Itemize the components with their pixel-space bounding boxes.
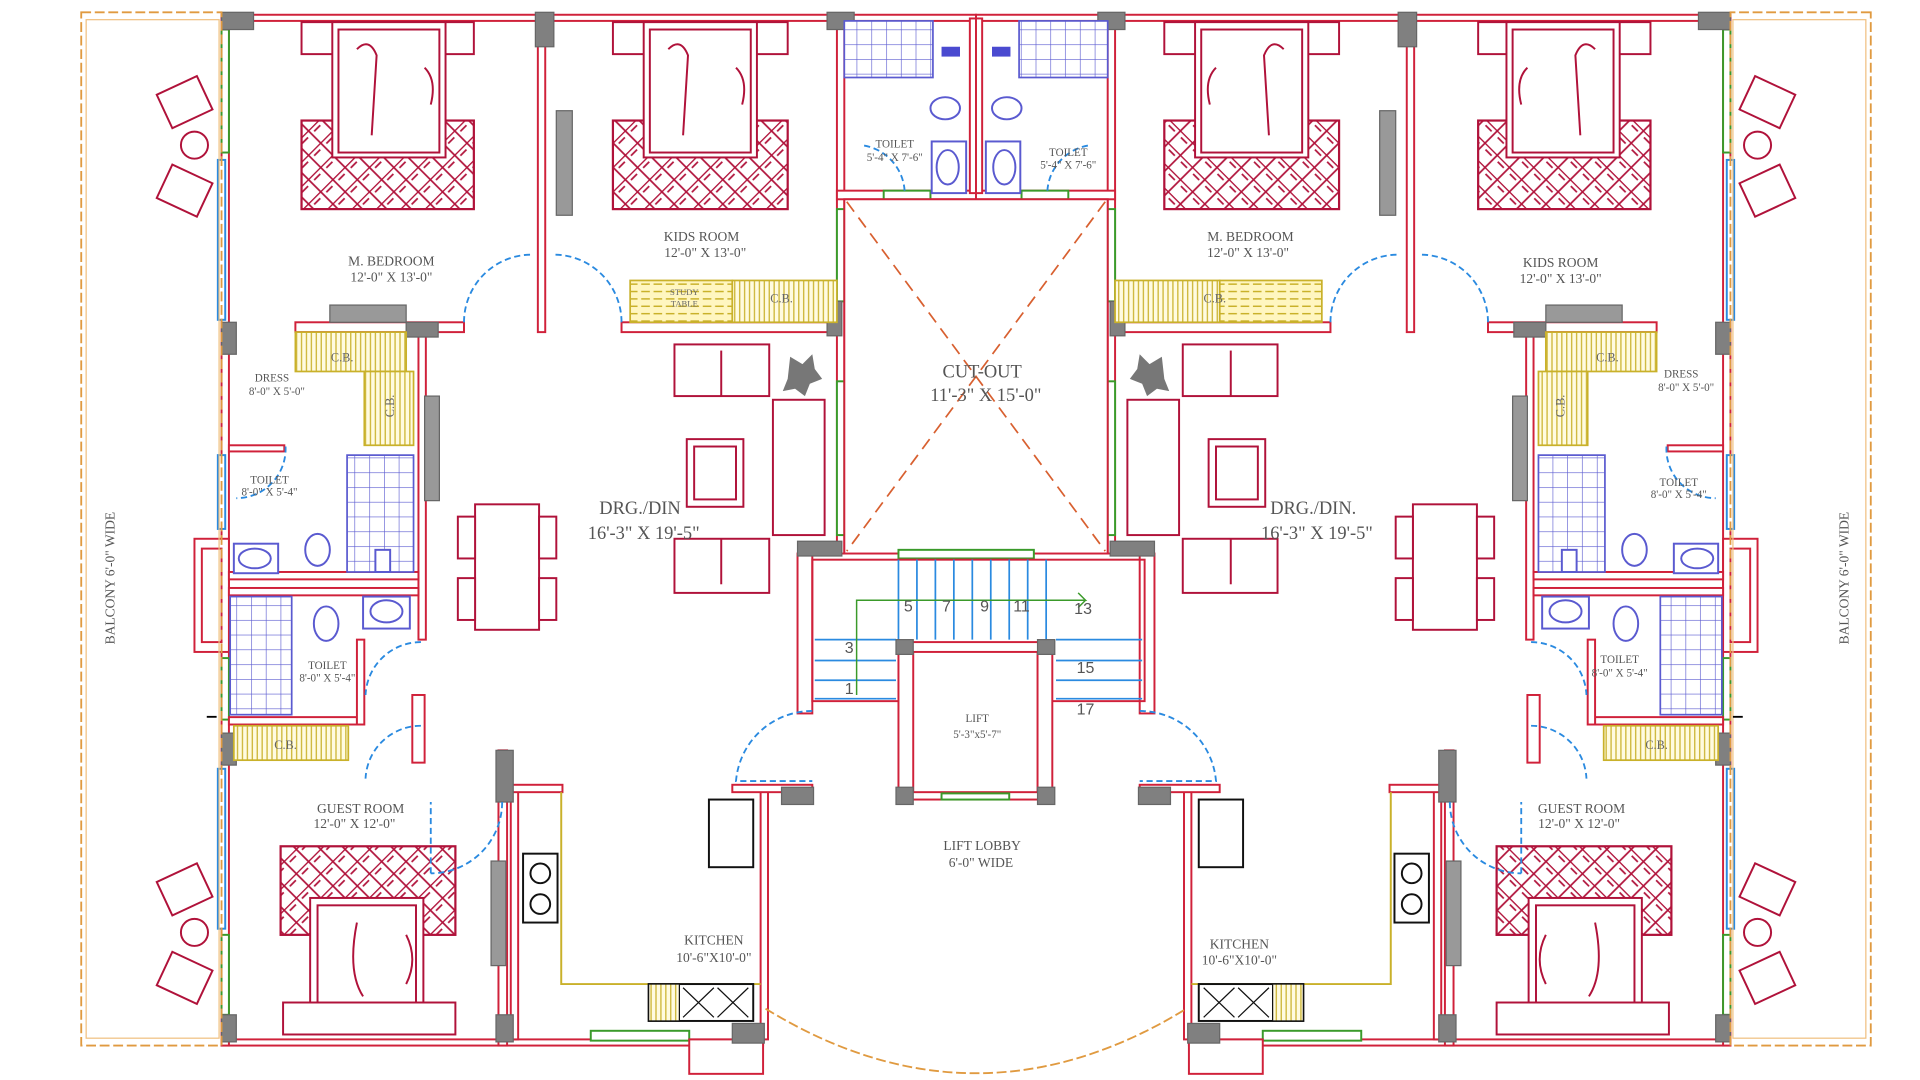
lobby-arc — [765, 1007, 1187, 1075]
drg-din-right-size: 16'-3" X 19'-5" — [1261, 523, 1373, 543]
guest-room-right-size: 12'-0" X 12'-0" — [1538, 816, 1620, 831]
lift-name: LIFT — [966, 713, 990, 725]
lift-lobby-name: LIFT LOBBY — [943, 838, 1021, 853]
kitchen-right-size: 10'-6"X10'-0" — [1202, 952, 1277, 967]
toilet-guest-left-name: TOILET — [308, 660, 347, 672]
kitchen-right-name: KITCHEN — [1210, 936, 1270, 951]
stair-step-numbers: 1 3 5 7 9 11 13 15 17 — [845, 598, 1095, 718]
dress-right-name: DRESS — [1664, 369, 1698, 381]
toilet-dress-left-name: TOILET — [250, 474, 289, 486]
m-bedroom-right-size: 12'-0" X 13'-0" — [1207, 245, 1289, 260]
balcony-left-label: BALCONY 6'-0" WIDE — [102, 512, 117, 645]
kids-room-right-size: 12'-0" X 13'-0" — [1520, 271, 1602, 286]
cb-label: C.B. — [1596, 351, 1619, 365]
toilet-top-left-name: TOILET — [876, 139, 915, 151]
m-bedroom-left-size: 12'-0" X 13'-0" — [350, 270, 432, 285]
step-number: 9 — [980, 598, 989, 615]
lift-lobby-size: 6'-0" WIDE — [949, 855, 1013, 870]
drg-din-right-name: DRG./DIN. — [1270, 498, 1356, 518]
m-bedroom-right-name: M. BEDROOM — [1207, 229, 1293, 244]
toilet-top-right-size: 5'-4" X 7'-6" — [1040, 160, 1096, 172]
lift-size: 5'-3"x5'-7" — [953, 729, 1001, 741]
step-number: 3 — [845, 640, 854, 657]
step-number: 7 — [942, 598, 951, 615]
step-number: 15 — [1077, 660, 1095, 677]
cutout-name: CUT-OUT — [943, 362, 1022, 382]
cb-label: C.B. — [1203, 292, 1226, 306]
step-number: 17 — [1077, 702, 1095, 719]
step-number: 11 — [1013, 598, 1030, 615]
drg-din-left-name: DRG./DIN — [599, 498, 680, 518]
cutout — [843, 198, 1109, 560]
cb-label: C.B. — [1645, 738, 1668, 752]
drg-din-left-size: 16'-3" X 19'-5" — [588, 523, 700, 543]
cb-label: C.B. — [1553, 395, 1567, 418]
cb-label: C.B. — [274, 738, 297, 752]
step-number: 1 — [845, 681, 854, 698]
dress-right-size: 8'-0" X 5'-0" — [1658, 382, 1714, 394]
step-number: 5 — [904, 598, 913, 615]
study-table-label-2: TABLE — [671, 298, 698, 308]
cutout-size: 11'-3" X 15'-0" — [930, 385, 1041, 405]
guest-room-right-name: GUEST ROOM — [1538, 801, 1625, 816]
toilet-dress-right-size: 8'-0" X 5'-4" — [1651, 489, 1707, 501]
cb-label: C.B. — [770, 292, 793, 306]
kids-room-right-name: KIDS ROOM — [1523, 255, 1599, 270]
toilet-guest-right-name: TOILET — [1600, 654, 1639, 666]
cb-label: C.B. — [383, 395, 397, 418]
toilet-guest-left-size: 8'-0" X 5'-4" — [299, 672, 355, 684]
guest-room-left-size: 12'-0" X 12'-0" — [313, 816, 395, 831]
cb-label: C.B. — [331, 351, 354, 365]
kitchen-left-size: 10'-6"X10'-0" — [676, 950, 751, 965]
kids-room-left-name: KIDS ROOM — [664, 229, 740, 244]
study-table-label-1: STUDY — [670, 287, 699, 297]
room-labels: M. BEDROOM 12'-0" X 13'-0" KIDS ROOM 12'… — [242, 139, 1715, 968]
toilet-guest-right-size: 8'-0" X 5'-4" — [1592, 668, 1648, 680]
guest-room-left-name: GUEST ROOM — [317, 801, 404, 816]
step-number: 13 — [1074, 601, 1092, 618]
cross-mark-right — [1732, 715, 1743, 718]
kitchen-left-name: KITCHEN — [684, 933, 744, 948]
right-unit — [974, 11, 1872, 1075]
dress-left-size: 8'-0" X 5'-0" — [249, 386, 305, 398]
kids-room-left-size: 12'-0" X 13'-0" — [664, 245, 746, 260]
lift-shaft — [895, 639, 1056, 806]
toilet-top-left-size: 5'-4" X 7'-6" — [867, 152, 923, 164]
m-bedroom-left-name: M. BEDROOM — [348, 254, 434, 269]
cupboard-labels: C.B. C.B. C.B. C.B. C.B. C.B. C.B. C.B. … — [274, 287, 1668, 752]
left-unit — [80, 11, 978, 1075]
balcony-right-label: BALCONY 6'-0" WIDE — [1837, 512, 1852, 645]
dress-left-name: DRESS — [255, 372, 289, 384]
toilet-top-right-name: TOILET — [1049, 147, 1088, 159]
cross-mark-left — [206, 715, 217, 718]
toilet-dress-left-size: 8'-0" X 5'-4" — [242, 487, 298, 499]
toilet-dress-right-name: TOILET — [1660, 477, 1699, 489]
